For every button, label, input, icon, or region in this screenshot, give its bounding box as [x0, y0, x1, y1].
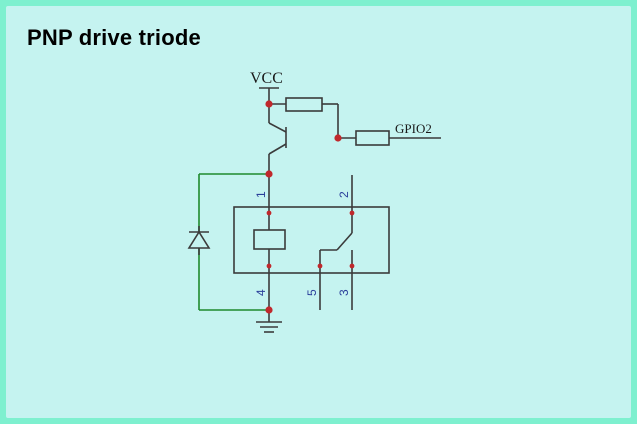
relay-body: [233, 206, 390, 274]
pin-label-4: 4: [254, 289, 268, 296]
pin-label-2: 2: [337, 191, 351, 198]
relay-pin3-dot: [349, 263, 355, 269]
vcc-label: VCC: [250, 70, 283, 87]
relay-pin2-dot: [349, 210, 355, 216]
diagram-title: PNP drive triode: [27, 25, 201, 50]
junction-base: [334, 134, 342, 142]
gpio-label: GPIO2: [395, 121, 432, 136]
junction-collector: [265, 170, 273, 178]
junction-vcc: [265, 100, 273, 108]
transistor-collector: [268, 143, 287, 155]
pin-label-5: 5: [305, 289, 319, 296]
transistor-emitter: [268, 122, 287, 133]
relay-pin4-dot: [266, 263, 272, 269]
diode-symbol: [187, 230, 211, 249]
base-resistor: [355, 130, 390, 146]
switch-blade: [336, 232, 353, 251]
diagram-frame: [6, 6, 631, 418]
relay-coil: [253, 229, 286, 250]
relay-pin5-dot: [317, 263, 323, 269]
pin-label-3: 3: [337, 289, 351, 296]
pin-label-1: 1: [254, 191, 268, 198]
bias-resistor: [285, 97, 323, 112]
junction-ground: [265, 306, 273, 314]
relay-pin1-dot: [266, 210, 272, 216]
